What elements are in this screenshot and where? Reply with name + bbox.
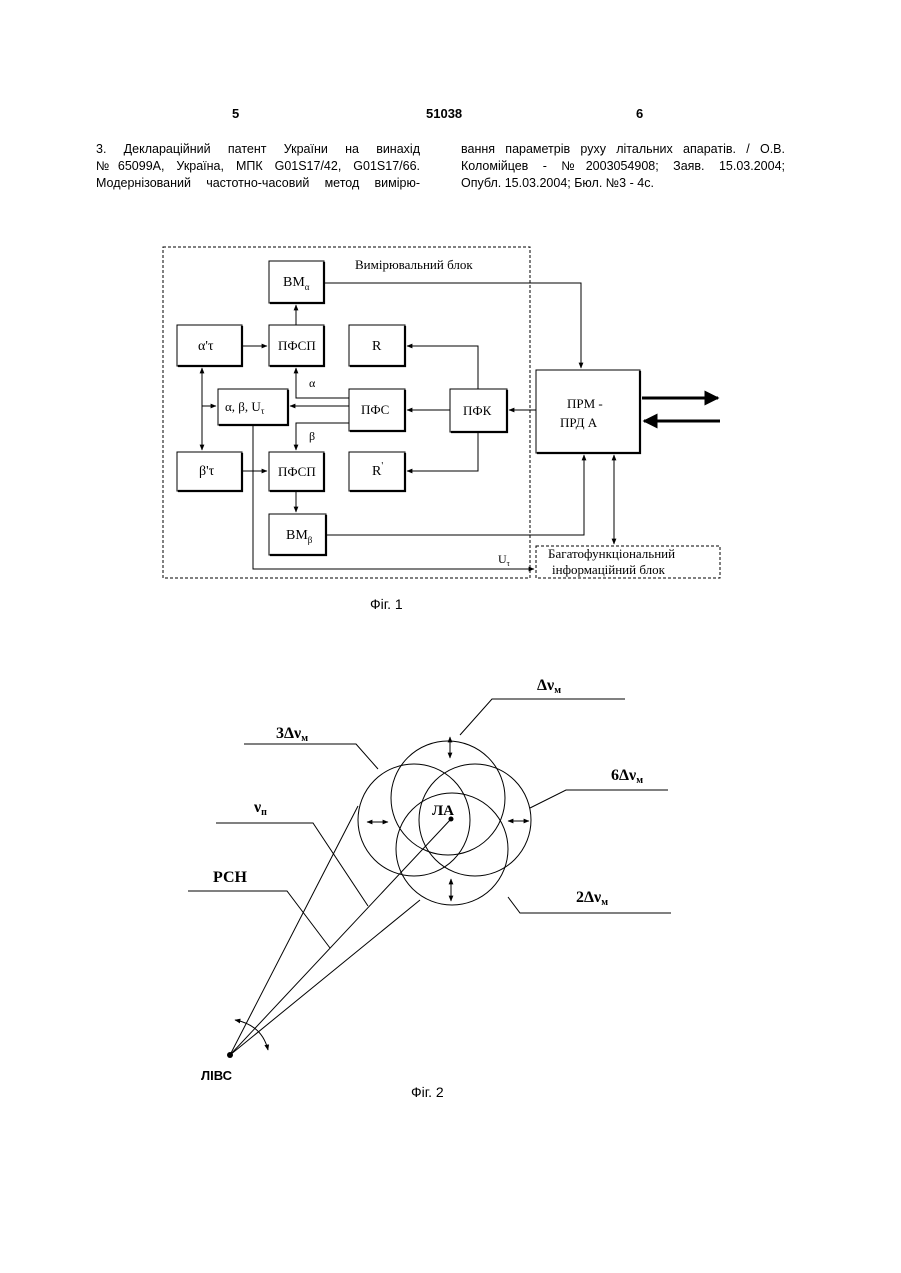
connector-pfs-beta: [296, 423, 349, 450]
connector-bm-beta-prm: [326, 455, 584, 535]
box-prm-prd: [536, 370, 640, 453]
connector-pfs-alpha: [296, 368, 349, 398]
info-block-line2: інформаційний блок: [552, 562, 666, 577]
alpha-tau-label: α'τ: [198, 339, 214, 354]
label-nu-n: νп: [253, 799, 267, 818]
bm-beta-label: ВМβ: [286, 528, 313, 545]
fig2-diagram: [188, 699, 671, 1055]
label-dnu: Δνм: [537, 677, 561, 696]
leader-dnu: [460, 699, 625, 735]
connector-pfk-r-bottom: [407, 432, 478, 471]
ray-left: [230, 806, 358, 1055]
r-bottom-label: R': [372, 461, 383, 479]
circle-right: [419, 764, 531, 876]
label-livs: ЛІВС: [201, 1068, 233, 1083]
fig1-caption: Фіг. 1: [370, 596, 403, 612]
pfsp-bottom-label: ПФСП: [278, 464, 316, 479]
leader-3dnu: [244, 744, 378, 769]
prm-line1: ПРМ -: [567, 396, 603, 411]
measuring-block-label: Вимірювальний блок: [355, 257, 473, 272]
circle-top: [391, 741, 505, 855]
label-6dnu: 6Δνм: [611, 767, 643, 786]
connector-u-tau: [253, 425, 534, 569]
pfsp-top-label: ПФСП: [278, 338, 316, 353]
abu-label: α, β, Uτ: [225, 399, 265, 416]
signal-u-label: Uτ: [498, 552, 511, 568]
fig2-caption: Фіг. 2: [411, 1084, 444, 1100]
label-3dnu: 3Δνм: [276, 725, 308, 744]
info-block-line1: Багатофункціональний: [548, 546, 675, 561]
label-2dnu: 2Δνм: [576, 889, 608, 908]
fig1-labels: Вимірювальний блок ВМα α'τ ПФСП R α, β, …: [198, 257, 675, 612]
pfk-label: ПФК: [463, 403, 492, 418]
label-la: ЛА: [432, 803, 454, 819]
leader-nu-n: [216, 823, 368, 906]
ray-center: [230, 819, 451, 1055]
signal-alpha-label: α: [309, 376, 316, 390]
leader-6dnu: [530, 790, 668, 808]
prm-line2: ПРД А: [560, 415, 598, 430]
beta-tau-label: β'τ: [199, 464, 215, 479]
livs-point: [227, 1052, 233, 1058]
fig2-labels: Δνм 3Δνм 6Δνм νп РСН ЛА 2Δνм ЛІВС: [201, 677, 643, 1083]
leader-rsn: [188, 891, 330, 948]
r-top-label: R: [372, 339, 382, 354]
pfs-label: ПФС: [361, 402, 389, 417]
bm-alpha-label: ВМα: [283, 275, 310, 292]
connector-pfk-r-top: [407, 346, 478, 389]
signal-beta-label: β: [309, 429, 315, 443]
label-rsn: РСН: [213, 869, 248, 886]
